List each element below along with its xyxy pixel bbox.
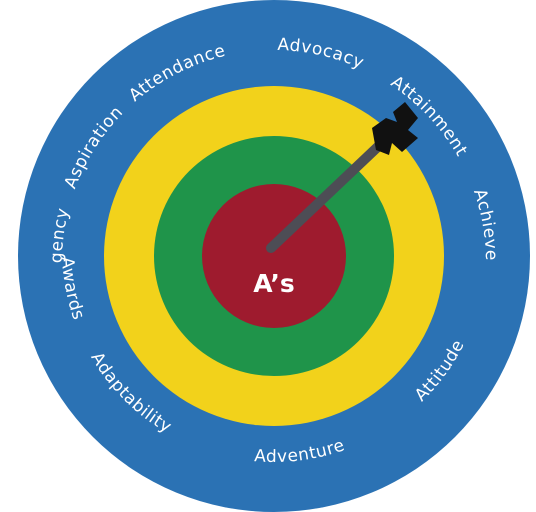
center-label: A’s [253,269,294,298]
arrow-shaft [266,135,390,253]
arrow-icon [266,102,418,253]
arrow-fletching [372,102,418,155]
bullseye [202,184,346,328]
